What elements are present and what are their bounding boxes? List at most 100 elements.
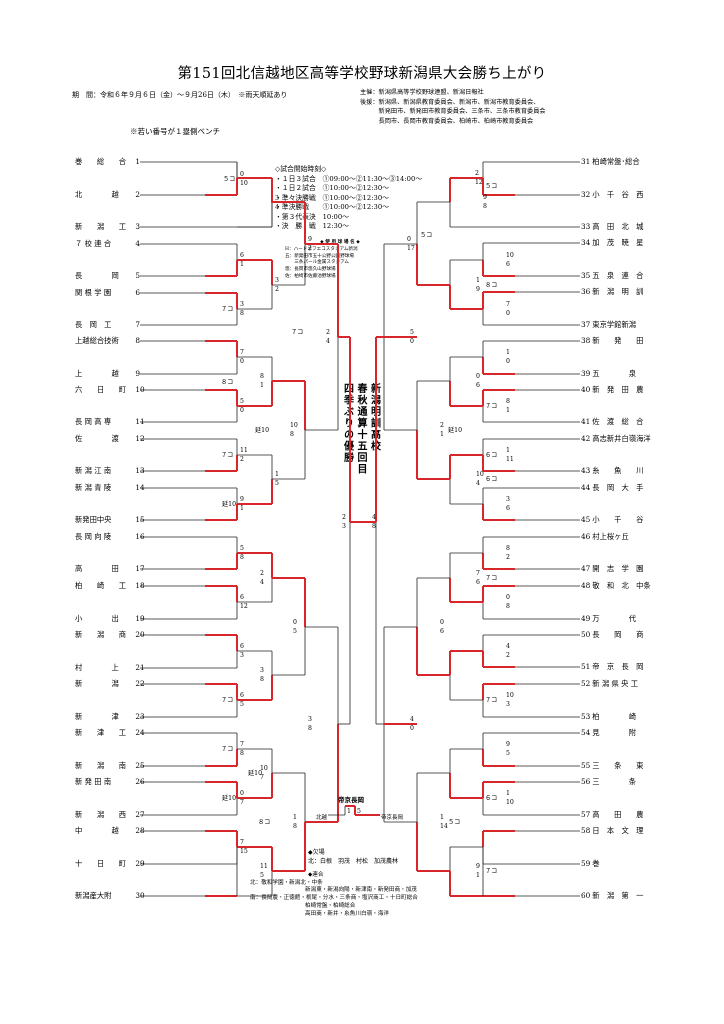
score-bottom: 5 <box>275 480 279 487</box>
support-line: 新発田市、新発田市教育委員会、三条市、三条市教育委員会 <box>360 108 546 115</box>
team-number: 29 <box>133 859 145 868</box>
team-left: 長 岡 工 7 <box>75 320 140 329</box>
team-name: 北 越 <box>75 190 119 199</box>
team-name: 佐 渡 <box>75 434 119 443</box>
team-number: 17 <box>133 564 145 573</box>
team-name: 小 千 谷 <box>592 515 644 524</box>
score-top: 1 <box>440 814 444 821</box>
team-name: 糸 魚 川 <box>592 466 644 475</box>
score-top: 1 <box>275 471 279 478</box>
score-top: 6 <box>240 692 244 699</box>
score-top: 2 <box>260 570 264 577</box>
score-top: 3 <box>275 194 279 202</box>
score-top: 2 <box>342 514 346 521</box>
game-note: ７コ <box>485 403 498 410</box>
score-bottom: 6 <box>440 628 444 635</box>
score-top: 6 <box>240 252 244 259</box>
team-left: 柏 崎 工 18 <box>75 581 145 590</box>
team-left: 高 田 17 <box>75 564 145 573</box>
score-top: 10 <box>506 252 514 259</box>
team-number: 21 <box>133 663 145 672</box>
score-top: 0 <box>506 594 510 601</box>
team-number: 56 <box>581 777 591 786</box>
team-left: 新 津 23 <box>75 712 145 721</box>
team-name: 新 発 田 <box>592 336 644 345</box>
tournament-period: 期 間：令和６年９月６日（金）～９月26日（木） ※雨天順延あり <box>72 91 288 99</box>
team-number: 6 <box>133 288 140 297</box>
score-bottom: 2 <box>240 456 244 463</box>
withdrawn-line: 北：白根 羽茂 村松 加茂農林 <box>308 858 399 865</box>
score-top: 6 <box>240 594 244 601</box>
team-name: 新 潟 南 <box>75 761 127 770</box>
score-top: 7 <box>240 741 244 748</box>
team-name: 万 代 <box>592 614 637 623</box>
schedule-line: ・第３代表決 10:00～ <box>275 212 349 221</box>
game-note: ５コ <box>485 183 498 190</box>
score-bottom: 7 <box>260 774 264 781</box>
team-name: 佐 渡 総 合 <box>592 417 644 426</box>
team-left: 新潟産大附 30 <box>75 891 145 900</box>
team-name: 新発田中央 <box>75 515 112 524</box>
team-name: 帝 京 長 岡 <box>592 662 644 671</box>
team-name: 長 岡 商 <box>592 630 644 639</box>
team-number: 22 <box>133 679 145 688</box>
score-bottom: 5 <box>506 750 510 757</box>
team-name: 新 潟 商 <box>75 630 127 639</box>
schedule-line: ・決 勝 戦 12:30～ <box>275 222 349 230</box>
schedule-line: ・１日３試合 ①09:00～②11:30～③14:00～ <box>275 174 423 183</box>
score-bottom: 0 <box>240 407 244 414</box>
team-left: 長 岡 5 <box>75 271 140 280</box>
score-top: 1 <box>293 814 297 821</box>
score-top: 10 <box>476 471 484 478</box>
team-name: 新 潟 江 南 <box>75 466 112 475</box>
score-top: 5 <box>240 398 244 405</box>
schedule-line: ・準々決勝戦 ①10:00～②12:30～ <box>275 193 389 202</box>
team-number: 47 <box>581 564 591 573</box>
team-left: 長 岡 高 専 11 <box>75 417 145 426</box>
team-number: 5 <box>133 271 140 280</box>
score-top: 2 <box>440 422 444 429</box>
score-top: 7 <box>240 839 244 846</box>
team-left: 上 越 9 <box>75 369 140 378</box>
team-number: 26 <box>133 777 145 786</box>
champion-line: 春秋通算十五回目 <box>355 383 366 475</box>
team-left: 新発田中央 15 <box>75 515 145 524</box>
team-left: 上越総合技術 8 <box>75 336 140 345</box>
score-top: 9 <box>483 194 487 201</box>
team-name: 新 津 <box>75 712 119 721</box>
team-left: ７ 校 連 合 4 <box>75 239 140 248</box>
score-bottom: 5 <box>240 701 244 708</box>
team-number: 31 <box>581 157 591 166</box>
score-bottom: 2 <box>308 245 312 252</box>
team-name: 新 潟 第 一 <box>592 891 644 900</box>
team-number: 37 <box>581 320 591 329</box>
score-bottom: 4 <box>260 579 264 586</box>
alliance-note: ◆連合 北：敬和学園・新潟北・中条 新潟東・新潟向陽・新津南・新発田商・加茂 南… <box>250 872 418 918</box>
score-bottom: 8 <box>260 676 264 683</box>
score-top: 9 <box>240 496 244 503</box>
team-number: 10 <box>133 385 145 394</box>
venue-list: ◆ 使 用 球 場 名 ◆ H：ハードオフエコスタジアム新潟 五：新発田市五十公… <box>285 240 395 281</box>
team-name: 五 泉 <box>592 369 637 378</box>
team-number: 11 <box>133 417 145 426</box>
score-bottom: 14 <box>440 823 448 830</box>
score-top: 0 <box>293 619 297 626</box>
team-name: 東京学館新潟 <box>592 320 637 329</box>
champion-line: 四季ぶりの優勝 <box>341 383 353 464</box>
team-number: 34 <box>581 238 591 247</box>
team-number: 19 <box>133 614 145 623</box>
score-top: 0 <box>240 790 244 797</box>
game-note: 延10 <box>248 770 263 777</box>
bench-note: ※若い番号が１塁側ベンチ <box>130 127 220 136</box>
team-left: 新 潟 商 20 <box>75 630 145 639</box>
